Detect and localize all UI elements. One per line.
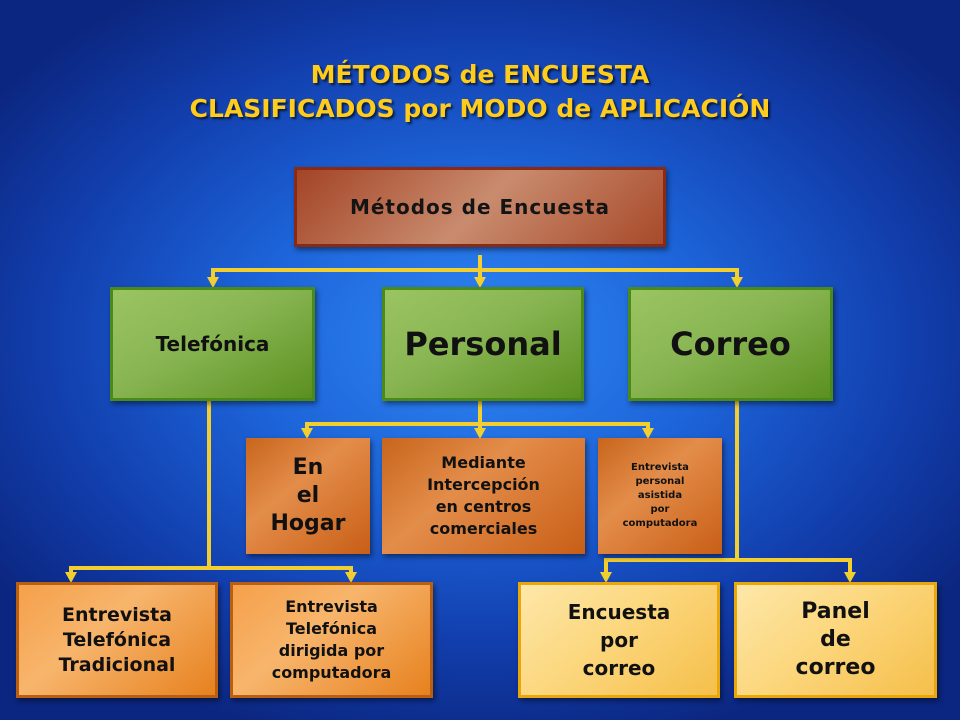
- node-metodos-de-encuesta: Métodos de Encuesta: [294, 167, 666, 247]
- arrowhead-telefonica: [207, 277, 219, 288]
- arrowhead-encuesta: [600, 572, 612, 583]
- node-entrevista-telefonica-tradicional: Entrevista Telefónica Tradicional: [16, 582, 218, 698]
- arrowhead-dirigida: [345, 572, 357, 583]
- arrowhead-mediante: [474, 428, 486, 439]
- arrowhead-correo: [731, 277, 743, 288]
- node-correo: Correo: [628, 287, 833, 401]
- node-entrevista-asistida: Entrevista personal asistida por computa…: [598, 438, 722, 554]
- arrowhead-personal: [474, 277, 486, 288]
- node-en-el-hogar: En el Hogar: [246, 438, 370, 554]
- node-personal: Personal: [382, 287, 584, 401]
- arrowhead-hogar: [301, 428, 313, 439]
- arrowhead-tradicional: [65, 572, 77, 583]
- title-line-1: MÉTODOS de ENCUESTA: [310, 60, 650, 89]
- page-title: MÉTODOS de ENCUESTA CLASIFICADOS por MOD…: [0, 58, 960, 126]
- node-telefonica: Telefónica: [110, 287, 315, 401]
- node-encuesta-por-correo: Encuesta por correo: [518, 582, 720, 698]
- title-line-2: CLASIFICADOS por MODO de APLICACIÓN: [189, 94, 771, 123]
- node-entrevista-telefonica-dirigida: Entrevista Telefónica dirigida por compu…: [230, 582, 433, 698]
- arrowhead-panel: [844, 572, 856, 583]
- node-panel-de-correo: Panel de correo: [734, 582, 937, 698]
- node-mediante-intercepcion: Mediante Intercepción en centros comerci…: [382, 438, 585, 554]
- arrowhead-asistida: [642, 428, 654, 439]
